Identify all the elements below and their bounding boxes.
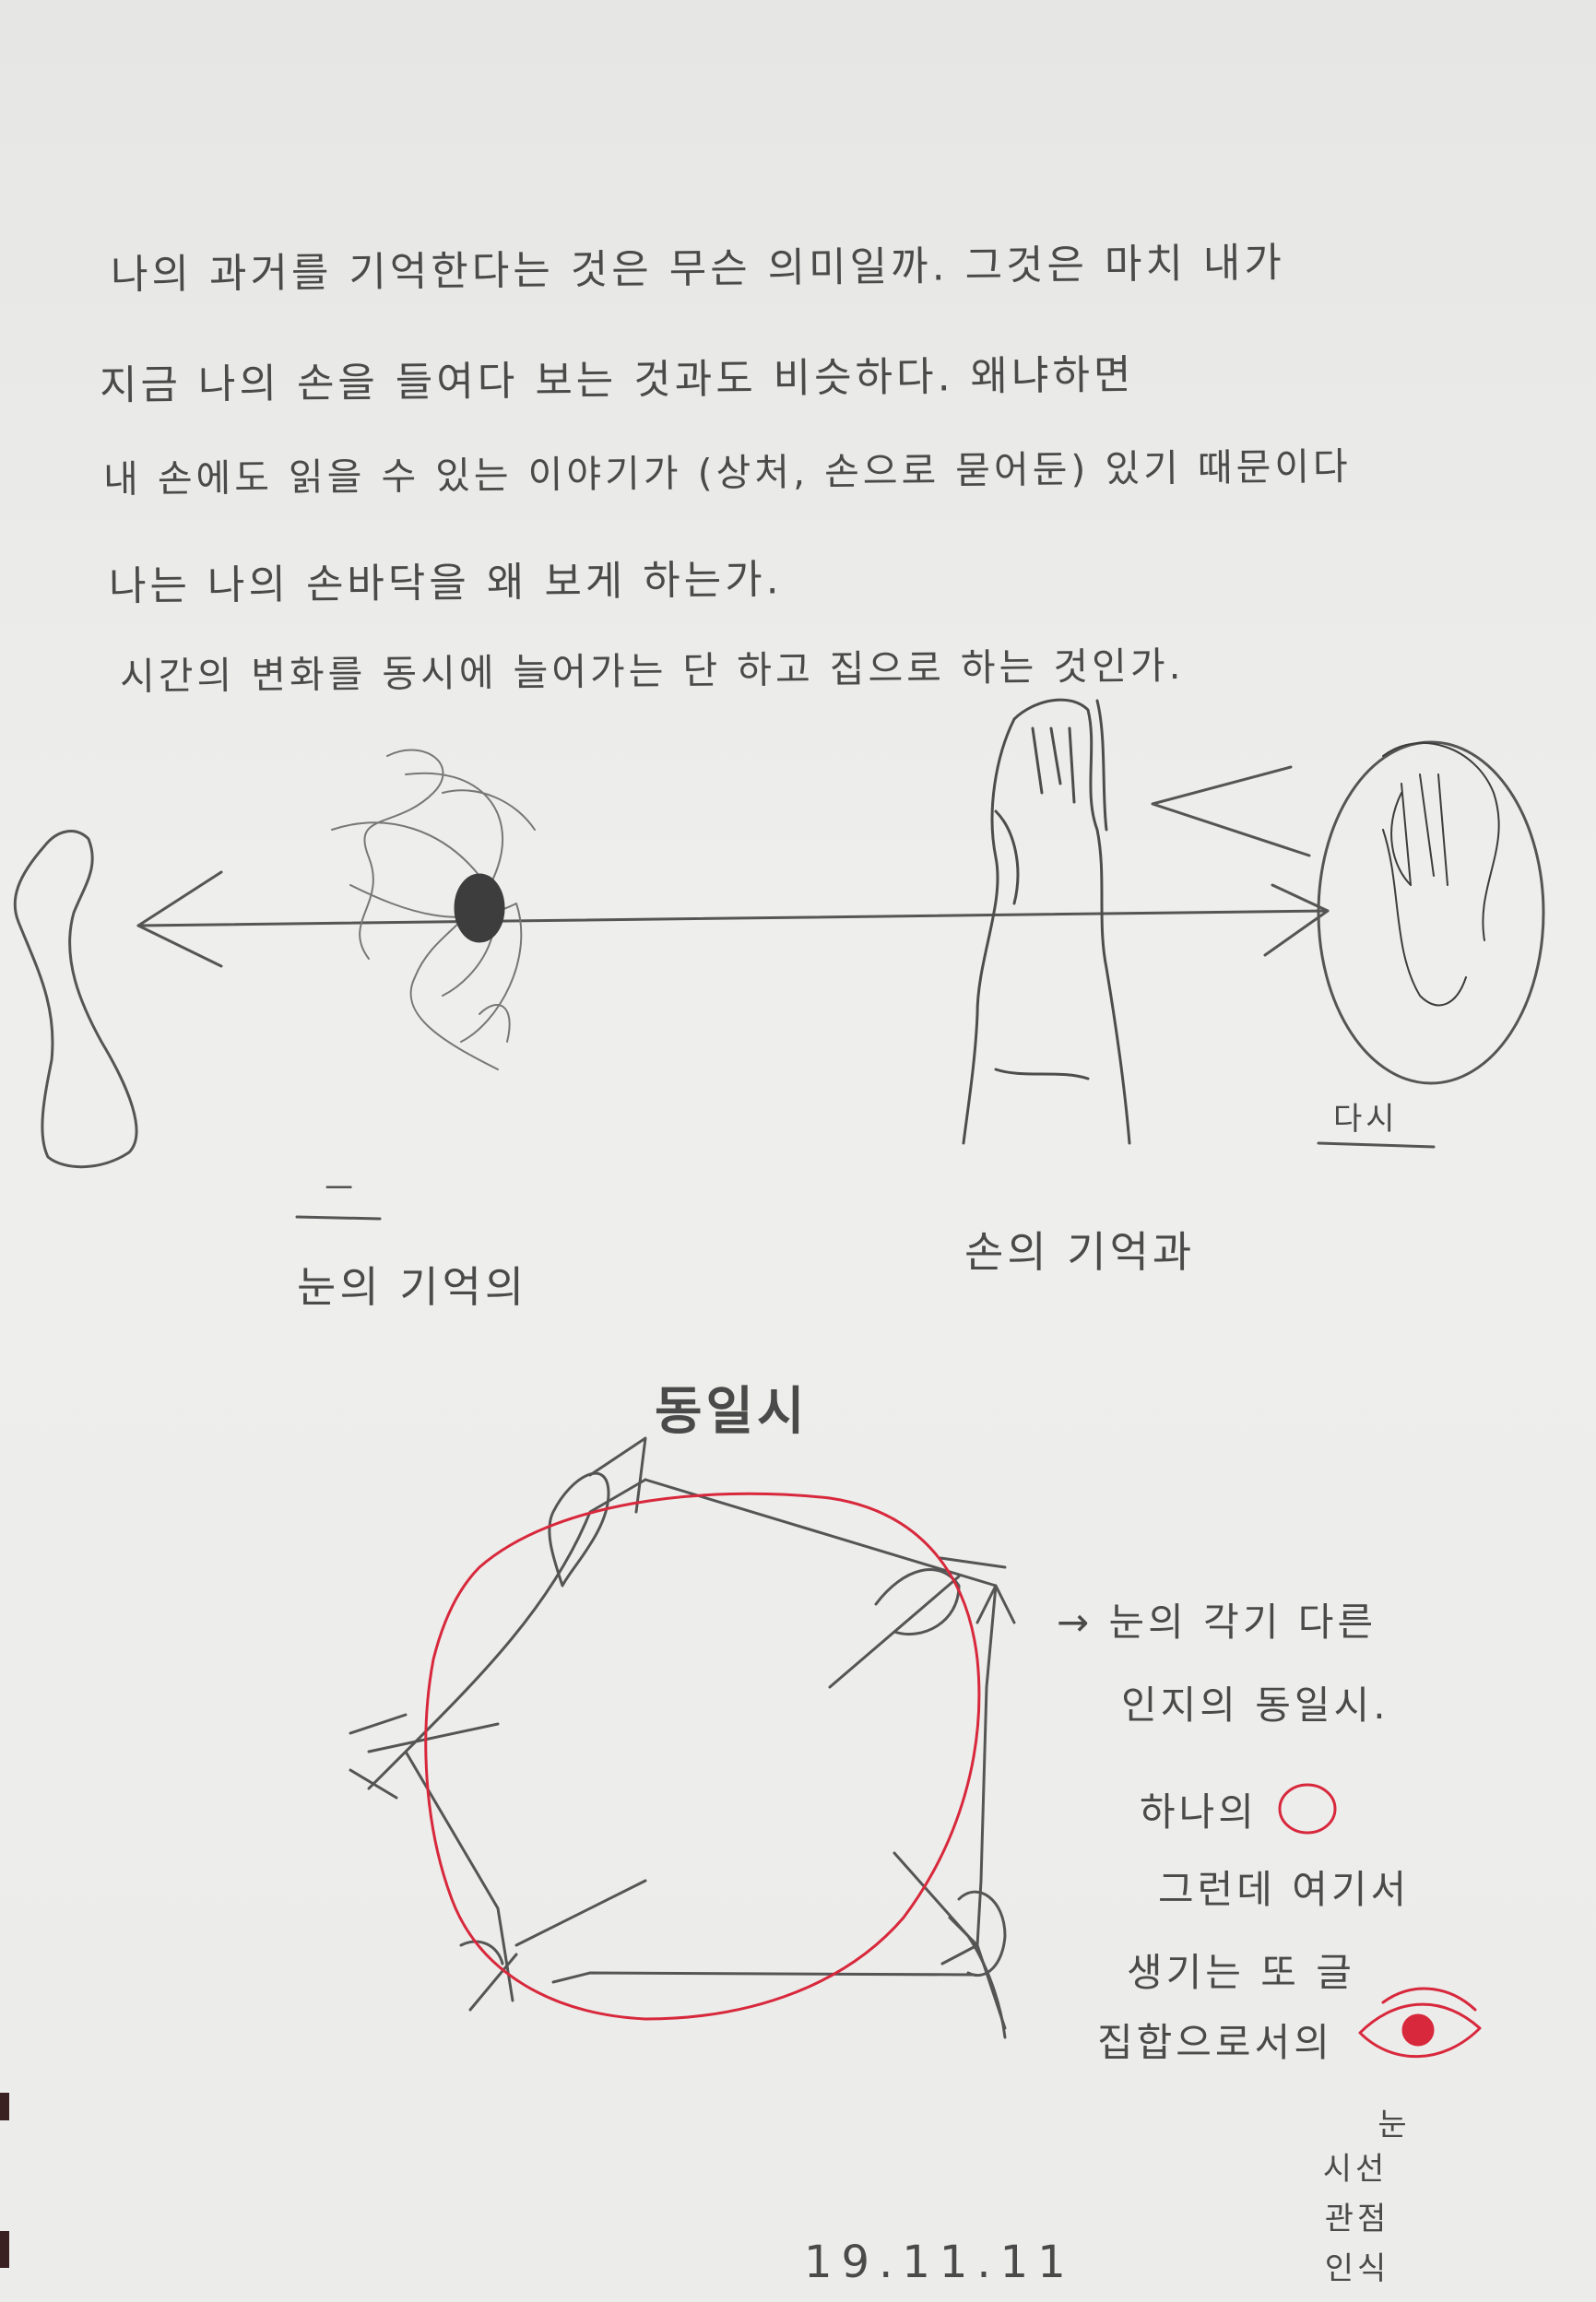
hand-circle-underline — [1317, 1141, 1436, 1149]
chevron-sketch — [1151, 765, 1311, 857]
polygon-diagram — [349, 1436, 1016, 2039]
vertical-word-2: 시선 — [1322, 2151, 1389, 2188]
diagram-note-5: 생기는 또 글 — [1127, 1950, 1355, 1995]
red-eye-icon — [1358, 1987, 1482, 2059]
timeline-arrow-line — [136, 909, 1330, 927]
diagram-note-6: 집합으로서의 — [1097, 2020, 1333, 2065]
hand-sketch — [962, 698, 1131, 1145]
diagram-note-2: 인지의 동일시. — [1121, 1682, 1389, 1728]
hand-detail-scribble — [1382, 741, 1500, 1007]
diagram-note-1: → 눈의 각기 다른 — [1057, 1600, 1377, 1645]
arrowhead-right — [1263, 883, 1330, 957]
foot-sketch — [13, 830, 138, 1169]
vertical-word-1: 눈 — [1377, 2107, 1411, 2143]
hand-circle-caption: 다시 — [1333, 1101, 1399, 1138]
small-red-circle — [1278, 1783, 1337, 1835]
left-label-mark: ㅡ — [325, 1171, 358, 1208]
hand-circle-sketch — [1317, 740, 1545, 1085]
binder-edge-mark — [0, 2093, 9, 2120]
eye-pupil-scribble — [454, 873, 505, 943]
arrowhead-left — [136, 870, 223, 968]
red-circle — [424, 1492, 981, 2021]
diagram-note-4: 그런데 여기서 — [1158, 1867, 1411, 1912]
page-date: 19.11.11 — [804, 2237, 1075, 2288]
binder-edge-mark — [0, 2231, 9, 2268]
vertical-word-3: 관점 — [1324, 2201, 1390, 2237]
hand-memory-label: 손의 기억과 — [964, 1227, 1196, 1277]
left-label-underline — [295, 1215, 382, 1221]
eye-memory-label: 눈의 기억의 — [297, 1262, 528, 1312]
diagram-note-3: 하나의 — [1140, 1789, 1258, 1835]
vertical-word-4: 인식 — [1324, 2250, 1390, 2287]
diagram-title: 동일시 — [655, 1382, 809, 1442]
